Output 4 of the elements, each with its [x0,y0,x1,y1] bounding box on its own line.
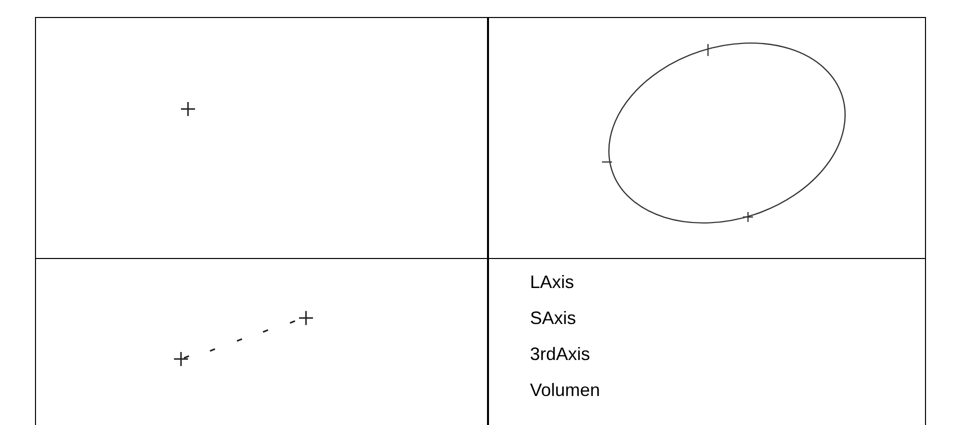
axis-label: 3rdAxis [530,343,590,365]
axis-label: Volumen [530,379,600,401]
axis-label: LAxis [530,271,574,293]
axis-label: SAxis [530,307,576,329]
